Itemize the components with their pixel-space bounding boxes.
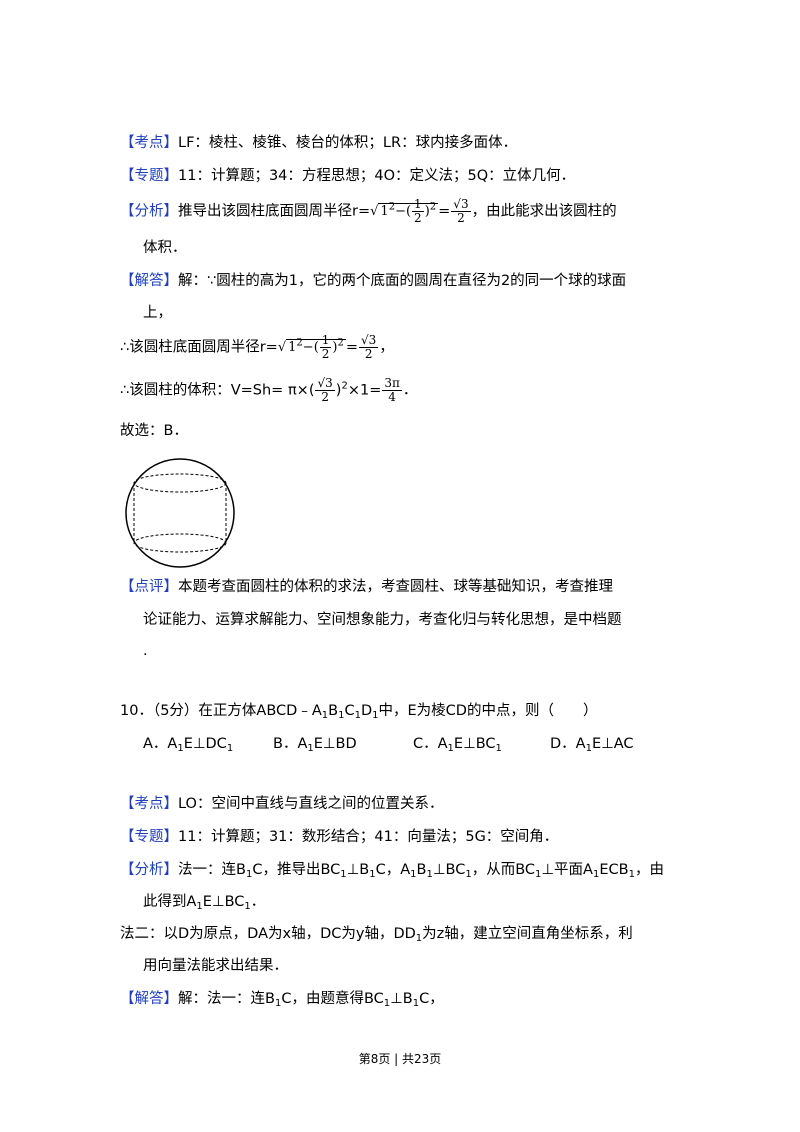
q9-dianping-line3: .	[143, 643, 148, 659]
fenxi-text: 推导出该圆柱底面圆周半径r=	[178, 203, 371, 220]
zhuanti-tag: 【专题】	[120, 829, 178, 845]
q10-zhuanti: 【专题】11：计算题；31：数形结合；41：向量法；5G：空间角．	[120, 829, 559, 845]
q10-fenxi: 【分析】法一：连B1C，推导出BC1⊥B1C，A1B1⊥BC1，从而BC1⊥平面…	[120, 862, 664, 880]
q9-dianping-line2: 论证能力、运算求解能力、空间想象能力，考查化归与转化思想，是中档题	[143, 612, 622, 628]
q10-option-b[interactable]: B．A1E⊥BD	[273, 736, 357, 754]
fenxi-tag: 【分析】	[120, 203, 178, 220]
q10-fa2-line2: 用向量法能求出结果．	[143, 958, 288, 974]
q9-dianping: 【点评】本题考查面圆柱的体积的求法，考查圆柱、球等基础知识，考查推理	[120, 576, 613, 598]
zhuanti-text: 11：计算题；34：方程思想；4O：定义法；5Q：立体几何．	[178, 168, 576, 184]
q10-stem: 10．（5分）在正方体ABCD﹣A1B1C1D1中，E为棱CD的中点，则（ ）	[120, 703, 598, 721]
q10-option-c[interactable]: C．A1E⊥BC1	[413, 736, 502, 754]
jieda-tag: 【解答】	[120, 273, 178, 289]
q9-answer: 故选：B．	[120, 423, 188, 439]
fenxi-text-post: ，由此能求出该圆柱的	[471, 203, 617, 220]
dianping-tag: 【点评】	[120, 579, 178, 595]
jieda-text: 解：∵圆柱的高为1，它的两个底面的圆周在直径为2的同一个球的球面	[178, 273, 627, 289]
q9-fenxi-line2: 体积．	[143, 240, 187, 256]
q10-fenxi-line2: 此得到A1E⊥BC1．	[143, 894, 266, 912]
kaodian-tag: 【考点】	[120, 796, 178, 812]
q10-jieda: 【解答】解：法一：连B1C，由题意得BC1⊥B1C，	[120, 991, 444, 1009]
q9-jieda: 【解答】解：∵圆柱的高为1，它的两个底面的圆周在直径为2的同一个球的球面	[120, 270, 626, 292]
q10-kaodian: 【考点】LO：空间中直线与直线之间的位置关系．	[120, 796, 444, 812]
q10-option-a[interactable]: A．A1E⊥DC1	[143, 736, 234, 754]
kaodian-tag: 【考点】	[120, 135, 178, 151]
jieda-tag: 【解答】	[120, 991, 178, 1007]
q9-kaodian: 【考点】LF：棱柱、棱锥、棱台的体积；LR：球内接多面体．	[120, 132, 517, 154]
zhuanti-tag: 【专题】	[120, 168, 178, 184]
sphere-cylinder-figure	[125, 458, 235, 568]
dianping-text: 本题考查面圆柱的体积的求法，考查圆柱、球等基础知识，考查推理	[178, 579, 613, 595]
kaodian-text: LF：棱柱、棱锥、棱台的体积；LR：球内接多面体．	[178, 135, 518, 151]
q9-jieda-line2: 上，	[143, 305, 172, 321]
fenxi-tag: 【分析】	[120, 862, 178, 878]
q10-option-d[interactable]: D．A1E⊥AC	[550, 736, 634, 754]
q9-zhuanti: 【专题】11：计算题；34：方程思想；4O：定义法；5Q：立体几何．	[120, 165, 575, 187]
q10-fa2-line1: 法二：以D为原点，DA为x轴，DC为y轴，DD1为z轴，建立空间直角坐标系，利	[120, 926, 633, 944]
page-footer: 第8页 | 共23页	[358, 1052, 442, 1066]
